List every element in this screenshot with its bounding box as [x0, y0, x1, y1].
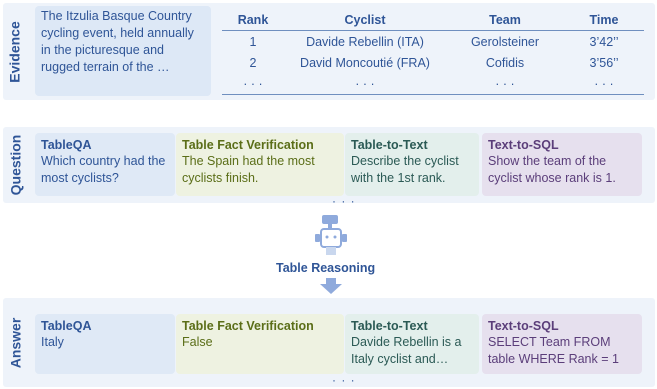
box-body: Describe the cyclist with the 1st rank. [351, 154, 459, 185]
table-cell: 3’42’’ [589, 34, 619, 49]
box-title: Table-to-Text [351, 138, 428, 152]
table-header: Team [446, 11, 564, 31]
table-cell: David Moncoutié (FRA) [300, 55, 430, 70]
box-body: The Spain had the most cyclists finish. [182, 154, 315, 185]
table-cell: 3’56’’ [589, 55, 619, 70]
table-header: Cyclist [284, 11, 446, 31]
robot-icon [315, 215, 347, 255]
table-header-row: Rank Cyclist Team Time [222, 11, 644, 31]
table-cell: 1 [249, 34, 257, 49]
table-cell: 2 [249, 55, 257, 70]
answer-box-fact-verification: Table Fact Verification False [176, 314, 344, 374]
table-header: Time [564, 11, 644, 31]
box-title: Table-to-Text [351, 319, 428, 333]
box-body: Which country had the most cyclists? [41, 154, 166, 185]
table-cell: Cofidis [485, 55, 525, 70]
answer-box-text-to-sql: Text-to-SQL SELECT Team FROM table WHERE… [482, 314, 642, 374]
table-row: · · · · · · · · · · · · [222, 73, 644, 95]
question-more-dots: · · · [332, 194, 356, 208]
evidence-label: Evidence [7, 20, 24, 83]
table-cell: · · · [284, 73, 446, 95]
question-box-tableqa: TableQA Which country had the most cycli… [35, 133, 175, 196]
table-row: 1 Davide Rebellin (ITA) Gerolsteiner 3’4… [222, 31, 644, 53]
down-arrow-icon [320, 278, 342, 294]
table-row: 2 David Moncoutié (FRA) Cofidis 3’56’’ [222, 52, 644, 73]
table-cell: · · · [446, 73, 564, 95]
table-reasoning-label: Table Reasoning [276, 261, 376, 275]
box-body: Show the team of the cyclist whose rank … [488, 154, 616, 185]
question-box-text-to-sql: Text-to-SQL Show the team of the cyclist… [482, 133, 642, 196]
box-title: Table Fact Verification [182, 319, 314, 333]
question-box-table-to-text: Table-to-Text Describe the cyclist with … [345, 133, 479, 196]
answer-label: Answer [7, 317, 24, 368]
table-cell: Davide Rebellin (ITA) [306, 34, 424, 49]
answer-more-dots: · · · [332, 373, 356, 387]
table-cell: · · · [222, 73, 284, 95]
box-body: Italy [41, 335, 64, 349]
evidence-text: The Itzulia Basque Country cycling event… [35, 6, 211, 96]
question-label: Question [7, 134, 24, 196]
question-box-fact-verification: Table Fact Verification The Spain had th… [176, 133, 344, 196]
answer-box-table-to-text: Table-to-Text Davide Rebellin is a Italy… [345, 314, 479, 374]
table-cell: · · · [564, 73, 644, 95]
box-body: SELECT Team FROM table WHERE Rank = 1 [488, 335, 619, 366]
box-body: Davide Rebellin is a Italy cyclist and… [351, 335, 462, 366]
box-title: Table Fact Verification [182, 138, 314, 152]
evidence-table: Rank Cyclist Team Time 1 Davide Rebellin… [222, 11, 644, 95]
box-title: Text-to-SQL [488, 138, 559, 152]
box-body: False [182, 335, 213, 349]
answer-box-tableqa: TableQA Italy [35, 314, 175, 374]
table-header: Rank [222, 11, 284, 31]
box-title: Text-to-SQL [488, 319, 559, 333]
table-cell: Gerolsteiner [470, 34, 540, 49]
box-title: TableQA [41, 138, 92, 152]
box-title: TableQA [41, 319, 92, 333]
